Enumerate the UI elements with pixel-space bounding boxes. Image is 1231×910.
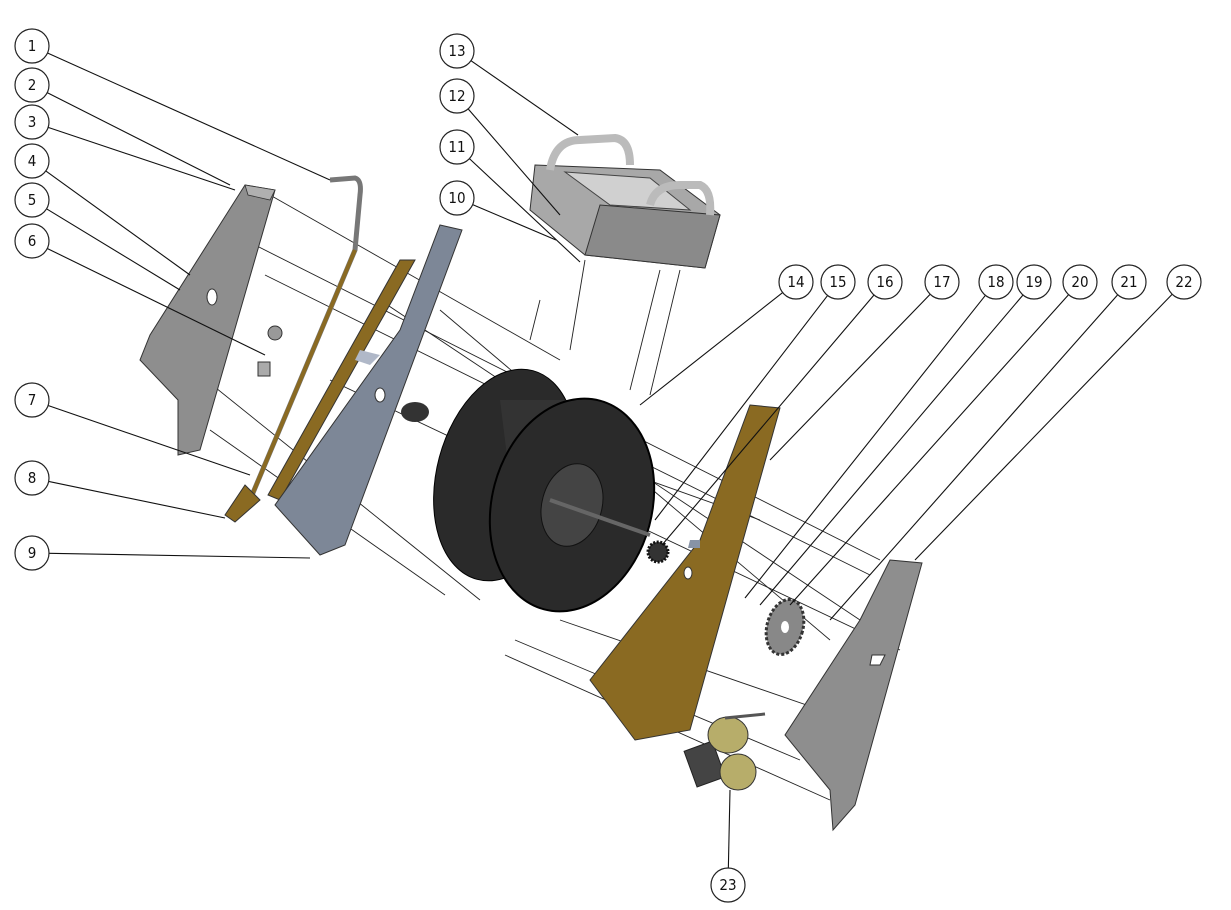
balloon-number: 6 [28, 232, 37, 250]
balloon-8: 8 [14, 460, 50, 496]
balloon-number: 4 [28, 152, 37, 170]
balloon-number: 11 [448, 138, 465, 156]
balloon-22: 22 [1166, 264, 1202, 300]
leader-line-5 [46, 208, 181, 291]
balloon-number: 16 [876, 273, 893, 291]
leader-line-19 [759, 294, 1024, 606]
cable-reel [433, 368, 656, 613]
leader-line-10 [472, 204, 557, 241]
leader-line-12 [467, 108, 561, 216]
balloon-number: 8 [28, 469, 37, 487]
balloon-9: 9 [14, 535, 50, 571]
sprockets [646, 540, 806, 656]
leader-line-9 [48, 552, 311, 559]
leader-line-11 [469, 158, 581, 263]
leader-line-4 [45, 170, 191, 276]
balloon-number: 20 [1071, 273, 1088, 291]
balloon-number: 19 [1025, 273, 1042, 291]
leader-line-7 [47, 405, 251, 476]
balloon-number: 13 [448, 42, 465, 60]
balloon-16: 16 [867, 264, 903, 300]
balloon-number: 22 [1175, 273, 1192, 291]
leader-line-2 [46, 92, 231, 186]
balloon-number: 18 [987, 273, 1004, 291]
balloon-12: 12 [439, 78, 475, 114]
leader-line-15 [654, 295, 829, 521]
balloon-17: 17 [924, 264, 960, 300]
balloon-21: 21 [1111, 264, 1147, 300]
balloon-number: 2 [28, 76, 37, 94]
balloon-1: 1 [14, 28, 50, 64]
balloon-14: 14 [778, 264, 814, 300]
balloon-2: 2 [14, 67, 50, 103]
balloon-number: 21 [1120, 273, 1137, 291]
leader-line-3 [47, 126, 236, 191]
balloon-number: 17 [933, 273, 950, 291]
balloon-7: 7 [14, 382, 50, 418]
leader-line-22 [914, 293, 1173, 561]
balloon-4: 4 [14, 143, 50, 179]
balloon-11: 11 [439, 129, 475, 165]
handle-box [529, 133, 721, 269]
balloon-5: 5 [14, 182, 50, 218]
leader-line-18 [744, 294, 986, 599]
balloon-number: 23 [719, 876, 736, 894]
leader-line-6 [47, 247, 266, 356]
balloon-number: 3 [28, 113, 37, 131]
lever-arm [224, 175, 363, 523]
leader-line-14 [639, 292, 783, 406]
leader-line-17 [769, 293, 931, 461]
balloon-number: 15 [829, 273, 846, 291]
balloon-number: 12 [448, 87, 465, 105]
balloon-number: 5 [28, 191, 37, 209]
fittings [257, 325, 429, 422]
balloon-number: 1 [28, 37, 37, 55]
balloon-15: 15 [820, 264, 856, 300]
right-frame [589, 404, 781, 741]
balloon-18: 18 [978, 264, 1014, 300]
balloon-19: 19 [1016, 264, 1052, 300]
leader-line-20 [789, 294, 1070, 606]
balloon-13: 13 [439, 33, 475, 69]
leader-line-23 [727, 789, 731, 869]
balloon-number: 7 [28, 391, 37, 409]
balloon-23: 23 [710, 867, 746, 903]
leader-line-1 [47, 52, 331, 181]
left-side-plate [139, 184, 276, 456]
leader-line-8 [48, 480, 226, 519]
balloon-20: 20 [1062, 264, 1098, 300]
left-frame [267, 224, 463, 556]
leader-line-16 [661, 294, 875, 546]
right-side-plate [784, 559, 923, 832]
leader-line-21 [829, 294, 1119, 621]
gear-motor [683, 712, 766, 791]
balloon-6: 6 [14, 223, 50, 259]
balloon-3: 3 [14, 104, 50, 140]
leader-line-13 [470, 60, 579, 136]
balloon-number: 10 [448, 189, 465, 207]
balloon-number: 14 [787, 273, 804, 291]
balloon-number: 9 [28, 544, 37, 562]
balloon-10: 10 [439, 180, 475, 216]
